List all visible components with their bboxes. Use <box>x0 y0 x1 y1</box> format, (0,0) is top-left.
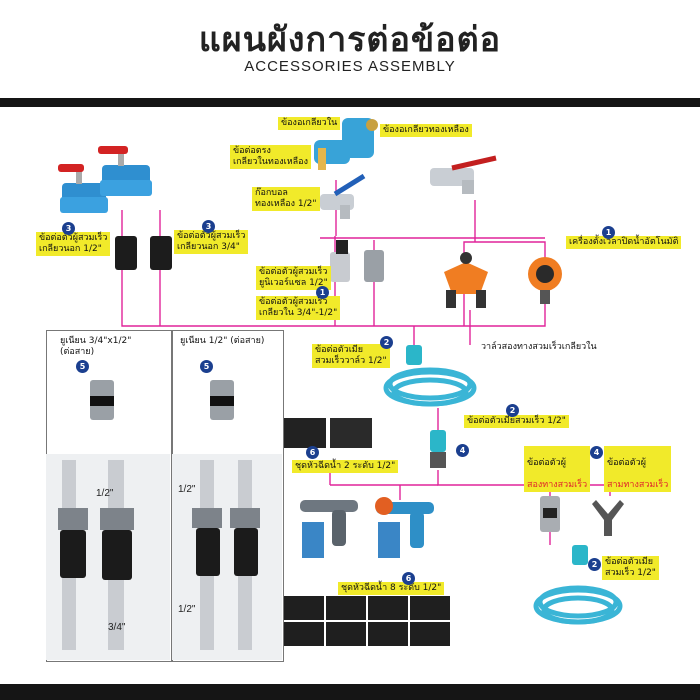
label-ball-faucet: ก๊อกบอล ทองเหลือง 1/2" <box>252 187 320 211</box>
badge-6-bottom: 6 <box>402 572 415 585</box>
badge-4-mid: 4 <box>456 444 469 457</box>
label-timer: เครื่องตั้งเวลาปิดน้ำอัตโนมัติ <box>566 236 682 249</box>
label-qc-inner-34-12: ข้อต่อตัวผู้สวมเร็ว เกลียวใน 3/4"-1/2" <box>256 296 341 320</box>
connector-lines <box>121 180 611 560</box>
badge-6-top: 6 <box>306 446 319 459</box>
label-qc-female-valve: ข้อต่อตัวเมีย สวมเร็ววาล์ว 1/2" <box>312 344 390 368</box>
badge-5-left: 5 <box>76 360 89 373</box>
elbow-illustrations <box>314 118 378 170</box>
union-caption-right: ยูเนียน 1/2" (ต่อสาย) <box>180 336 265 346</box>
label-nozzle-2: ชุดหัวฉีดน้ำ 2 ระดับ 1/2" <box>292 460 399 473</box>
label-male-three-way: ข้อต่อตัวผู้ สามทางสวมเร็ว <box>604 446 672 492</box>
badge-2-bottom: 2 <box>588 558 601 571</box>
valve-timer-illustrations <box>444 252 562 308</box>
hose-illustrations <box>383 367 623 625</box>
label-male-two-way: ข้อต่อตัวผู้ สองทางสวมเร็ว <box>524 446 591 492</box>
badge-1-right: 1 <box>602 226 615 239</box>
badge-3-right: 3 <box>202 220 215 233</box>
label-elbow-inner: ข้องอเกลียวใน <box>278 117 341 130</box>
badge-2-valve: 2 <box>380 336 393 349</box>
badge-1-left: 1 <box>316 286 329 299</box>
size-label-right-bottom: 1/2" <box>178 604 196 615</box>
union-caption-left: ยูเนียน 3/4"x1/2" (ต่อสาย) <box>60 336 132 357</box>
hose-fittings <box>406 345 588 565</box>
label-qc-male-34: ข้อต่อตัวผู้สวมเร็ว เกลียวนอก 3/4" <box>174 230 249 254</box>
size-label-right-top: 1/2" <box>178 484 196 495</box>
badge-3-left: 3 <box>62 222 75 235</box>
multiway-connector-illustrations <box>540 496 624 536</box>
label-male-two-way-line2: สองทางสวมเร็ว <box>527 480 588 490</box>
badge-4-right: 4 <box>590 446 603 459</box>
badge-5-right: 5 <box>200 360 213 373</box>
label-male-two-way-line1: ข้อต่อตัวผู้ <box>527 458 566 468</box>
top-band <box>0 98 700 107</box>
size-label-left-top: 1/2" <box>96 488 114 499</box>
label-male-three-way-line1: ข้อต่อตัวผู้ <box>607 458 646 468</box>
badge-2-hose: 2 <box>506 404 519 417</box>
spray-nozzle-illustrations <box>284 418 450 646</box>
label-qc-male-half: ข้อต่อตัวผู้สวมเร็ว เกลียวนอก 1/2" <box>36 232 111 256</box>
quick-connector-illustrations <box>115 236 384 282</box>
label-male-three-way-line2: สามทางสวมเร็ว <box>607 480 669 490</box>
label-qc-female-half: ข้อต่อตัวเมียสวมเร็ว 1/2" <box>464 415 569 428</box>
label-straight-inner: ข้อต่อตรง เกลียวในทองเหลือง <box>230 145 311 169</box>
bottom-band <box>0 684 700 700</box>
page-subtitle: ACCESSORIES ASSEMBLY <box>244 58 456 75</box>
label-nozzle-8: ชุดหัวฉีดน้ำ 8 ระดับ 1/2" <box>338 582 445 595</box>
page-title: แผนผังการต่อข้อต่อ <box>198 20 502 60</box>
label-elbow-brass: ข้องอเกลียวทองเหลือง <box>380 124 472 137</box>
label-qc-female-bottom: ข้อต่อตัวเมีย สวมเร็ว 1/2" <box>602 556 659 580</box>
ball-valve-illustrations <box>58 146 152 213</box>
size-label-left-bottom: 3/4" <box>108 622 126 633</box>
faucet-illustrations <box>320 155 497 219</box>
label-two-way-valve: วาล์วสองทางสวมเร็วเกลียวใน <box>481 342 597 352</box>
